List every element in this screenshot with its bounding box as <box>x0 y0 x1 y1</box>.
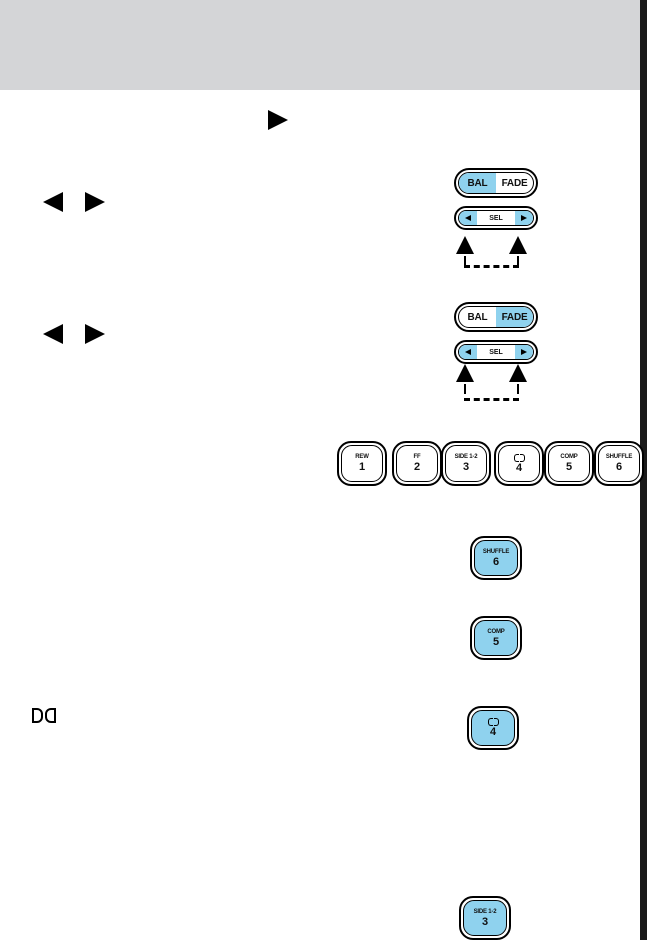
connector <box>464 265 519 268</box>
dolby-icon <box>32 708 56 723</box>
button-number: 3 <box>462 461 470 473</box>
chevron-right-icon <box>521 215 527 221</box>
preset-button-ff[interactable]: FF 2 <box>392 441 442 486</box>
preset-button-rew[interactable]: REW 1 <box>337 441 387 486</box>
button-number: 2 <box>413 461 421 473</box>
preset-button-dolby[interactable]: 4 <box>494 441 544 486</box>
sel-right-button[interactable] <box>515 345 533 359</box>
sel-left-button[interactable] <box>459 211 477 225</box>
bal-fade-control[interactable]: BAL FADE <box>454 168 538 198</box>
button-top-label: SIDE 1-2 <box>454 454 478 460</box>
button-number: 5 <box>492 635 500 648</box>
preset-button-side[interactable]: SIDE 1-2 3 <box>441 441 491 486</box>
preset-button-shuffle[interactable]: SHUFFLE 6 <box>594 441 644 486</box>
pointer-arrow-icon <box>509 364 527 382</box>
button-top-label: SHUFFLE <box>482 548 510 555</box>
arrow-right-icon <box>85 192 105 212</box>
button-number: 6 <box>492 555 500 568</box>
connector <box>517 256 519 266</box>
dolby-icon <box>487 718 499 726</box>
fade-label: FADE <box>496 307 533 327</box>
shuffle-button[interactable]: SHUFFLE 6 <box>470 536 522 580</box>
button-number: 5 <box>565 461 573 473</box>
arrow-left-icon <box>43 324 63 344</box>
dolby-icon <box>513 453 525 462</box>
sel-label: SEL <box>489 214 503 222</box>
fade-label: FADE <box>501 177 528 189</box>
button-top-label: SHUFFLE <box>605 454 633 460</box>
button-top-label: REW <box>355 454 369 460</box>
sel-right-button[interactable] <box>515 211 533 225</box>
button-top-label: COMP <box>487 628 505 635</box>
connector <box>517 384 519 394</box>
pointer-arrow-icon <box>456 364 474 382</box>
connector <box>464 398 519 401</box>
sel-label: SEL <box>489 348 503 356</box>
bal-fade-control[interactable]: BAL FADE <box>454 302 538 332</box>
button-number: 6 <box>615 461 623 473</box>
sel-control[interactable]: SEL <box>454 340 538 364</box>
button-number: 4 <box>515 461 523 474</box>
button-number: 4 <box>489 726 497 738</box>
sel-control[interactable]: SEL <box>454 206 538 230</box>
button-number: 1 <box>358 461 366 473</box>
arrow-right-icon <box>268 110 288 130</box>
connector <box>464 256 466 266</box>
button-number: 3 <box>481 915 489 928</box>
header-band <box>0 0 640 90</box>
button-top-label: FF <box>413 454 421 460</box>
arrow-right-icon <box>85 324 105 344</box>
bal-label: BAL <box>459 173 496 193</box>
chevron-left-icon <box>465 349 471 355</box>
chevron-left-icon <box>465 215 471 221</box>
connector <box>464 384 466 394</box>
arrow-left-icon <box>43 192 63 212</box>
bal-label: BAL <box>467 311 488 323</box>
pointer-arrow-icon <box>509 236 527 254</box>
button-top-label: SIDE 1-2 <box>473 908 497 915</box>
chevron-right-icon <box>521 349 527 355</box>
side-button[interactable]: SIDE 1-2 3 <box>459 896 511 940</box>
pointer-arrow-icon <box>456 236 474 254</box>
sel-left-button[interactable] <box>459 345 477 359</box>
comp-button[interactable]: COMP 5 <box>470 616 522 660</box>
dolby-button[interactable]: 4 <box>467 706 519 750</box>
button-top-label: COMP <box>560 454 578 460</box>
preset-button-comp[interactable]: COMP 5 <box>544 441 594 486</box>
